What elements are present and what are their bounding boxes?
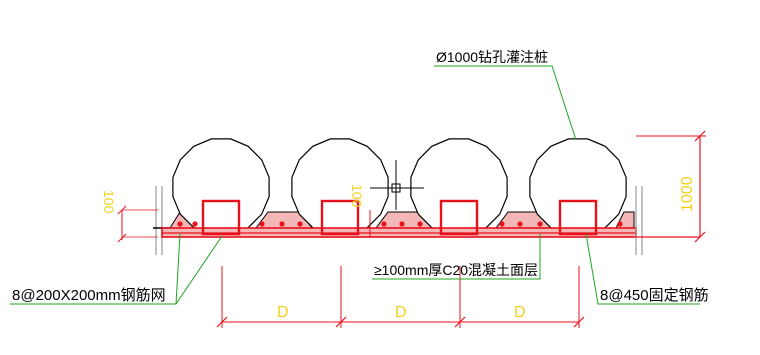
fixing-label: 8@450固定钢筋 xyxy=(600,287,709,304)
fixing-rebars xyxy=(201,199,598,236)
dim-d-label-1: D xyxy=(277,304,289,321)
pile-2 xyxy=(291,138,389,236)
rebar-dot xyxy=(177,221,183,227)
pile-3 xyxy=(410,138,508,236)
concrete-slab xyxy=(161,227,637,238)
concrete-label: ≥100mm厚C20混凝土面层 xyxy=(374,262,538,278)
dim-small-mid-label: 100 xyxy=(349,184,365,208)
rebar-dot xyxy=(417,221,423,227)
left-wall xyxy=(153,186,170,255)
leader-lines xyxy=(10,65,700,305)
dim-d-label-2: D xyxy=(395,304,407,321)
pile-label: Ø1000钻孔灌注桩 xyxy=(436,49,548,65)
rebar-dot xyxy=(617,221,623,227)
rebar-dot xyxy=(537,221,543,227)
spacing-dimensions: D D D xyxy=(216,266,585,328)
rebar-dot xyxy=(259,221,265,227)
fixing-rebar-4 xyxy=(558,199,598,236)
rebar-dot xyxy=(297,221,303,227)
rebar-dot xyxy=(192,221,198,227)
pile-group xyxy=(172,138,627,236)
left-slab-dimension: 100 xyxy=(101,190,158,243)
rebar-dot xyxy=(499,221,505,227)
rebar-dot xyxy=(399,221,405,227)
pile-4 xyxy=(529,138,627,236)
mesh-label: 8@200X200mm钢筋网 xyxy=(12,287,166,304)
fixing-rebar-2 xyxy=(320,199,360,236)
crosshair-cursor-icon xyxy=(370,160,424,210)
height-dimension: 1000 xyxy=(636,130,706,243)
right-wall xyxy=(635,186,700,255)
fixing-rebar-3 xyxy=(439,199,479,236)
dim-1000-label: 1000 xyxy=(679,176,696,212)
fixing-rebar-1 xyxy=(201,199,241,236)
dim-d-label-3: D xyxy=(514,304,526,321)
rebar-dot-group xyxy=(177,221,623,227)
dim-small-left-label: 100 xyxy=(101,190,117,214)
mid-slab-dimension: 100 xyxy=(349,184,371,237)
rebar-dot xyxy=(381,221,387,227)
rebar-dot xyxy=(279,221,285,227)
rebar-dot xyxy=(517,221,523,227)
pile-1 xyxy=(172,138,270,236)
